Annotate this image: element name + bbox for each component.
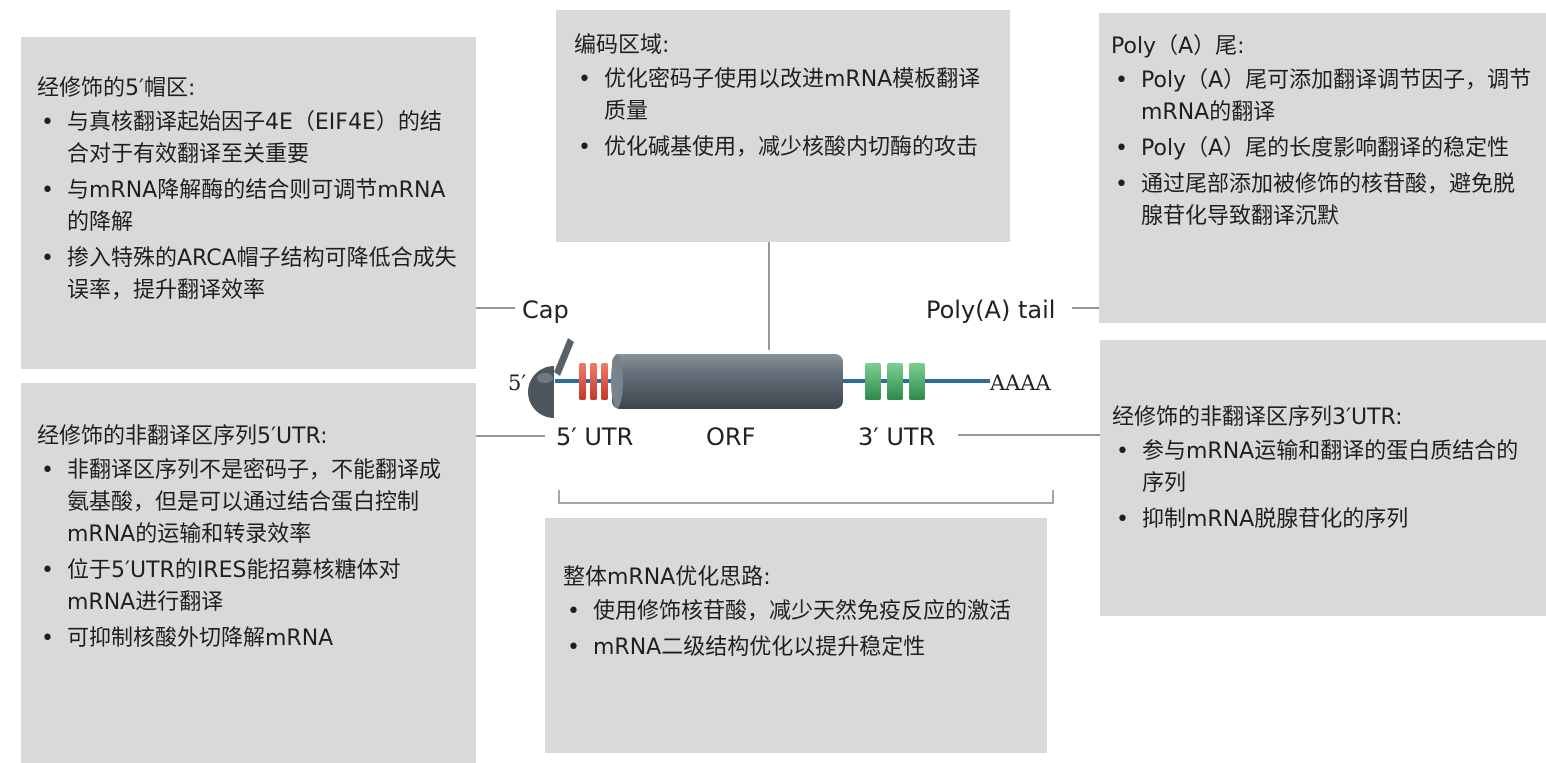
utr3-label: 3′ UTR <box>858 423 935 451</box>
coding-region-list: 优化密码子使用以改进mRNA模板翻译质量 优化碱基使用，减少核酸内切酶的攻击 <box>574 64 994 164</box>
list-item: 优化碱基使用，减少核酸内切酶的攻击 <box>574 132 994 164</box>
list-item: Poly（A）尾可添加翻译调节因子，调节mRNA的翻译 <box>1111 65 1534 129</box>
utr5-region-list: 非翻译区序列不是密码子，不能翻译成氨基酸，但是可以通过结合蛋白控制mRNA的运输… <box>37 455 460 655</box>
polya-tail-title: Poly（A）尾: <box>1111 34 1245 59</box>
five-prime-label: 5′ <box>508 371 526 395</box>
utr3-region-box: 经修饰的非翻译区序列3′UTR: 参与mRNA运输和翻译的蛋白质结合的序列 抑制… <box>1100 340 1546 616</box>
cap-region-box: 经修饰的5′帽区: 与真核翻译起始因子4E（EIF4E）的结合对于有效翻译至关重… <box>21 37 476 369</box>
orf-body <box>611 354 843 409</box>
cap-region-list: 与真核翻译起始因子4E（EIF4E）的结合对于有效翻译至关重要 与mRNA降解酶… <box>37 107 460 307</box>
list-item: 非翻译区序列不是密码子，不能翻译成氨基酸，但是可以通过结合蛋白控制mRNA的运输… <box>37 455 460 551</box>
list-item: 掺入特殊的ARCA帽子结构可降低合成失误率，提升翻译效率 <box>37 243 460 307</box>
orf-label: ORF <box>706 423 755 451</box>
utr5-label: 5′ UTR <box>556 423 633 451</box>
list-item: mRNA二级结构优化以提升稳定性 <box>563 632 1031 664</box>
list-item: 位于5′UTR的IRES能招募核糖体对mRNA进行翻译 <box>37 555 460 619</box>
utr3-region-title: 经修饰的非翻译区序列3′UTR: <box>1112 405 1403 430</box>
list-item: 可抑制核酸外切降解mRNA <box>37 623 460 655</box>
polya-tail-box: Poly（A）尾: Poly（A）尾可添加翻译调节因子，调节mRNA的翻译 Po… <box>1099 13 1546 323</box>
cap-region-title: 经修饰的5′帽区: <box>37 76 196 101</box>
utr3-region-list: 参与mRNA运输和翻译的蛋白质结合的序列 抑制mRNA脱腺苷化的序列 <box>1112 436 1534 536</box>
list-item: 优化密码子使用以改进mRNA模板翻译质量 <box>574 64 994 128</box>
polya-tail-list: Poly（A）尾可添加翻译调节因子，调节mRNA的翻译 Poly（A）尾的长度影… <box>1111 65 1534 233</box>
utr3-blocks <box>865 363 925 400</box>
list-item: 参与mRNA运输和翻译的蛋白质结合的序列 <box>1112 436 1534 500</box>
utr5-region-box: 经修饰的非翻译区序列5′UTR: 非翻译区序列不是密码子，不能翻译成氨基酸，但是… <box>21 383 476 763</box>
coding-region-box: 编码区域: 优化密码子使用以改进mRNA模板翻译质量 优化碱基使用，减少核酸内切… <box>556 10 1010 242</box>
list-item: 与mRNA降解酶的结合则可调节mRNA的降解 <box>37 175 460 239</box>
polya-tail-label: Poly(A) tail <box>926 296 1055 324</box>
overall-optimization-box: 整体mRNA优化思路: 使用修饰核苷酸，减少天然免疫反应的激活 mRNA二级结构… <box>545 518 1047 753</box>
utr5-stripes <box>579 363 608 400</box>
utr5-region-title: 经修饰的非翻译区序列5′UTR: <box>37 424 328 449</box>
list-item: Poly（A）尾的长度影响翻译的稳定性 <box>1111 133 1534 165</box>
cap-shape <box>528 338 574 418</box>
list-item: 抑制mRNA脱腺苷化的序列 <box>1112 504 1534 536</box>
overall-optimization-list: 使用修饰核苷酸，减少天然免疫反应的激活 mRNA二级结构优化以提升稳定性 <box>563 596 1031 664</box>
list-item: 使用修饰核苷酸，减少天然免疫反应的激活 <box>563 596 1031 628</box>
coding-region-title: 编码区域: <box>574 33 670 58</box>
list-item: 通过尾部添加被修饰的核苷酸，避免脱腺苷化导致翻译沉默 <box>1111 169 1534 233</box>
list-item: 与真核翻译起始因子4E（EIF4E）的结合对于有效翻译至关重要 <box>37 107 460 171</box>
aaaa-label: AAAA <box>989 371 1051 395</box>
cap-label: Cap <box>522 296 569 324</box>
overall-optimization-title: 整体mRNA优化思路: <box>563 565 771 590</box>
overall-bracket <box>558 490 1054 504</box>
